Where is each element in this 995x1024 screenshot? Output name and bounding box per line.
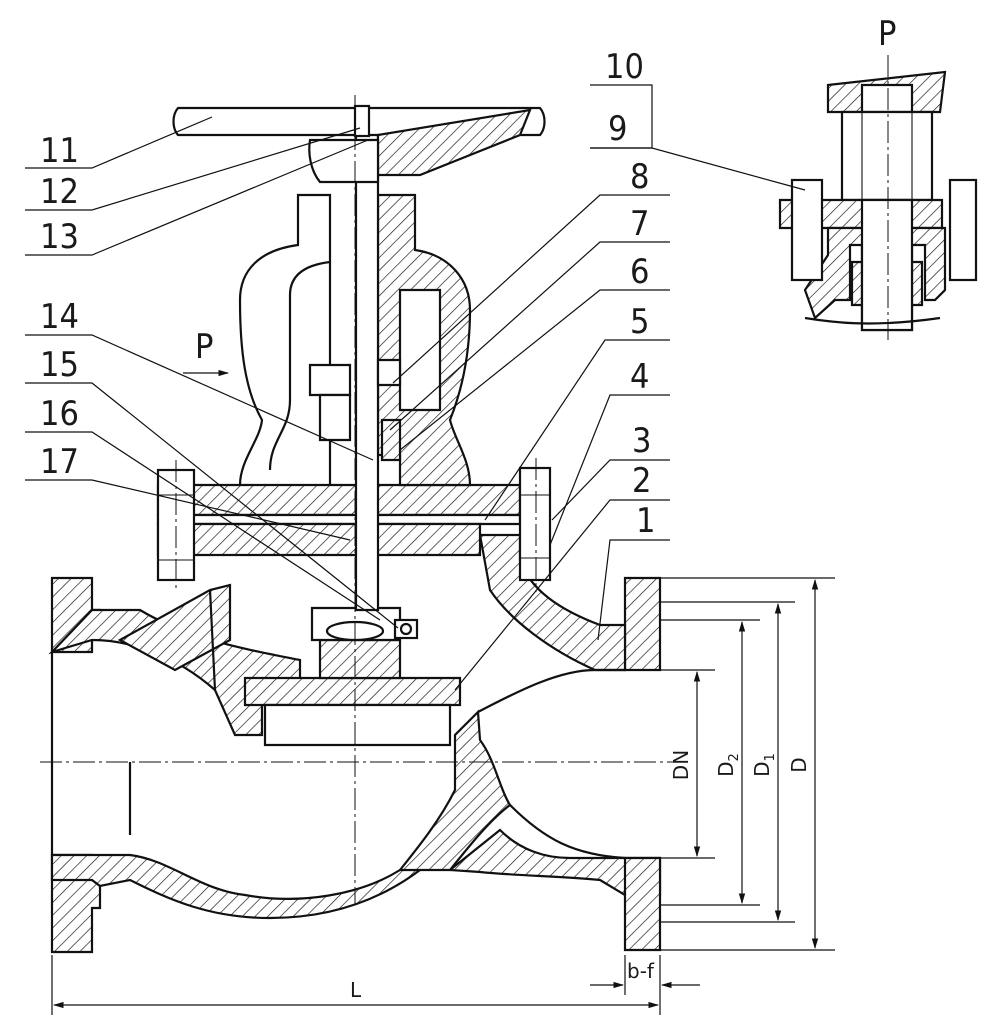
part-label-9: 9 — [608, 109, 627, 149]
center-lines — [40, 95, 678, 905]
part-label-8: 8 — [630, 157, 649, 197]
part-label-10: 10 — [605, 47, 644, 87]
part-label-2: 2 — [632, 461, 651, 501]
d-dimension-label: D — [787, 757, 811, 772]
detail-flow-label: P — [878, 14, 896, 54]
part-number-labels: 11 12 13 14 15 16 17 8 7 6 5 4 3 2 1 10 … — [40, 47, 655, 541]
part-label-11: 11 — [40, 131, 79, 171]
valve-body — [48, 533, 662, 954]
dimension-lines — [51, 369, 835, 1015]
part-label-3: 3 — [632, 421, 651, 461]
part-label-14: 14 — [40, 297, 79, 337]
part-label-13: 13 — [40, 217, 79, 257]
part-label-15: 15 — [40, 345, 79, 385]
detail-view — [778, 55, 978, 340]
length-dimension-label: L — [350, 978, 362, 1002]
part-label-12: 12 — [40, 172, 79, 212]
flow-direction-label: P — [195, 327, 213, 367]
part-label-5: 5 — [630, 302, 649, 342]
part-label-6: 6 — [630, 252, 649, 292]
part-label-1: 1 — [636, 501, 655, 541]
part-label-7: 7 — [630, 204, 649, 244]
d1-dimension-label: D1 — [750, 753, 778, 777]
part-label-16: 16 — [40, 394, 79, 434]
leader-lines — [25, 84, 806, 691]
handwheel — [172, 104, 546, 184]
dn-dimension-label: DN — [669, 750, 693, 780]
part-label-4: 4 — [630, 357, 649, 397]
valve-disc — [243, 606, 462, 747]
d2-dimension-label: D2 — [714, 753, 742, 777]
annotation-text: P P DN D2 D1 D b-f L — [195, 14, 896, 1002]
part-label-17: 17 — [40, 442, 79, 482]
bf-dimension-label: b-f — [627, 959, 655, 983]
